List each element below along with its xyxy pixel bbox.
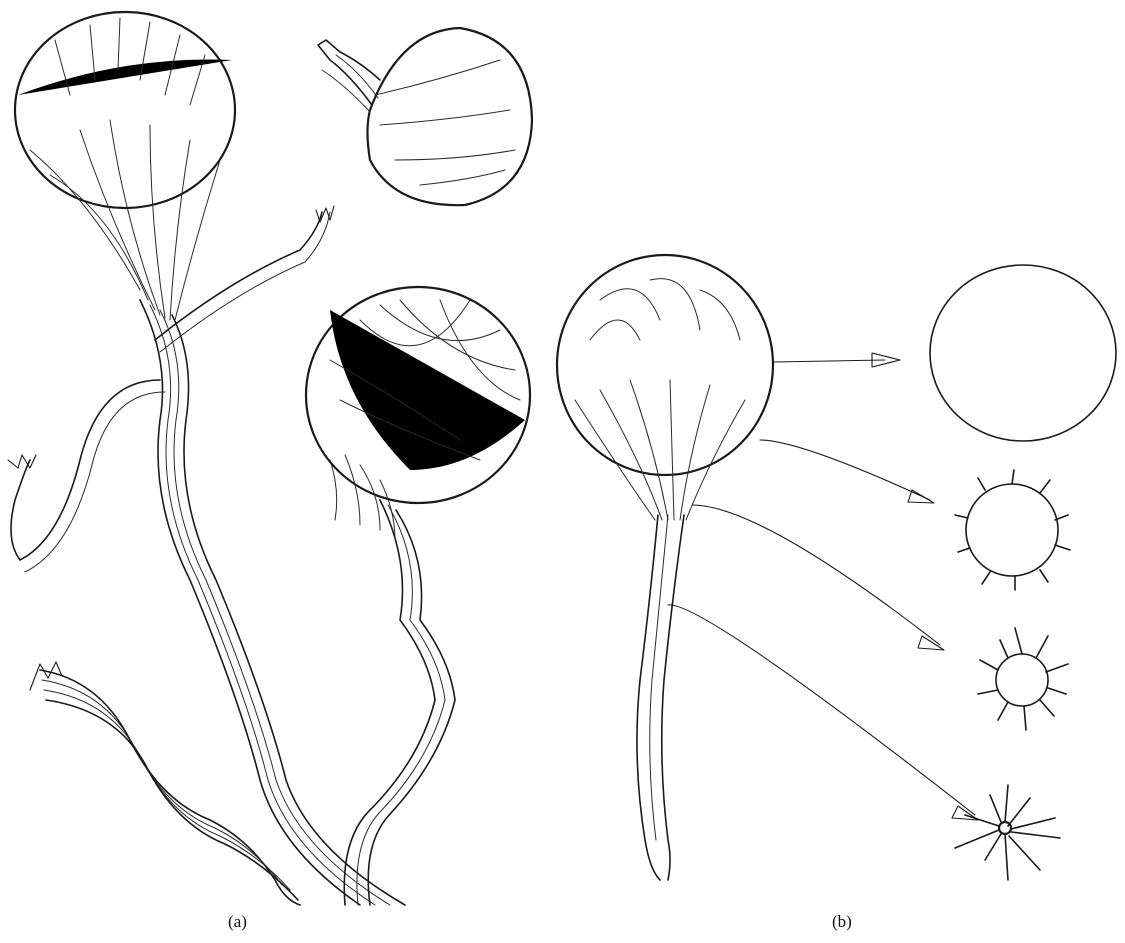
panel-a-drawing <box>8 12 532 905</box>
section-circle-short-spines <box>955 470 1070 590</box>
section-circle-long-spines <box>978 628 1068 730</box>
left-curl-strand <box>8 380 165 572</box>
bottom-left-strand <box>30 662 300 905</box>
section-arrows <box>668 353 978 820</box>
right-bulb-specimen <box>306 287 530 905</box>
section-circle-smooth <box>930 265 1116 441</box>
section-star-spines <box>955 785 1060 880</box>
panel-b-drawing <box>557 255 1116 880</box>
small-onion-specimen <box>318 28 532 205</box>
panel-b-caption: (b) <box>832 912 852 932</box>
panel-a-caption: (a) <box>228 912 247 932</box>
branch-strand-right <box>155 206 334 352</box>
schematic-bulb <box>557 255 773 880</box>
